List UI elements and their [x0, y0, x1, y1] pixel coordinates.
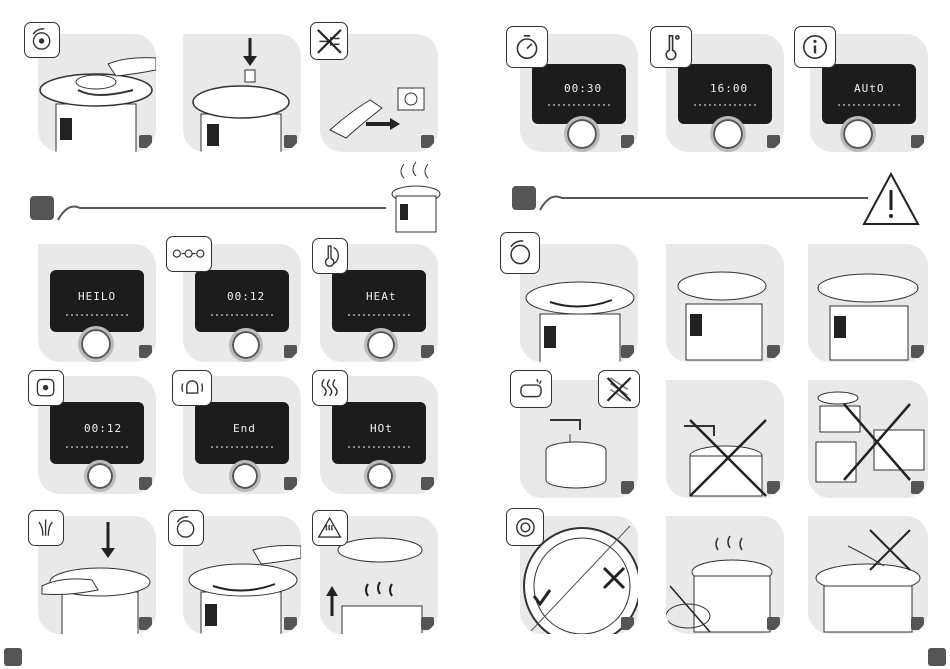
lcd-text: 00:12 — [227, 290, 265, 303]
sponge-icon — [510, 370, 552, 408]
step-number — [911, 617, 924, 630]
control-knob — [78, 326, 114, 362]
stopwatch-icon — [506, 26, 548, 68]
section-number — [30, 196, 54, 220]
step-number — [621, 481, 634, 494]
lid-unlock-icon — [500, 232, 540, 274]
steam-release-icon — [28, 510, 64, 546]
step-number — [139, 477, 152, 490]
panel-no-dishwasher — [808, 380, 928, 498]
step-number — [911, 481, 924, 494]
step-number — [421, 617, 434, 630]
step-number — [284, 617, 297, 630]
panel-no-immerse — [666, 516, 784, 634]
step-number — [767, 481, 780, 494]
warning-triangle-icon — [860, 170, 922, 228]
thermometer-icon — [650, 26, 692, 68]
control-knob — [229, 460, 261, 492]
panel-no-water — [666, 380, 784, 498]
step-number — [284, 135, 297, 148]
step-number — [767, 617, 780, 630]
control-knob — [710, 116, 746, 152]
step-number — [284, 345, 297, 358]
step-number — [911, 345, 924, 358]
program-sequence-icon — [166, 236, 212, 272]
control-knob — [84, 460, 116, 492]
step-number — [421, 135, 434, 148]
progress-dots — [211, 446, 273, 448]
lid-lock-icon — [24, 22, 60, 58]
no-abrasive-icon — [598, 370, 640, 408]
lcd-text: 16:00 — [710, 82, 748, 95]
step-number — [284, 477, 297, 490]
page-number-right — [928, 648, 946, 666]
panel-lid-lift-check — [666, 244, 784, 362]
progress-dots — [348, 446, 410, 448]
lcd-text: AUtO — [854, 82, 885, 95]
panel-valve-insert — [183, 34, 301, 152]
panel-lid-remove — [808, 244, 928, 362]
bell-icon — [172, 370, 212, 406]
section-line — [56, 200, 386, 224]
control-knob — [364, 460, 396, 492]
steam-icon — [312, 370, 348, 406]
page-number-left — [4, 648, 22, 666]
lcd-text: End — [233, 422, 256, 435]
panel-no-hands-steam — [808, 516, 928, 634]
control-knob — [229, 328, 263, 362]
progress-dots — [211, 314, 273, 316]
panel-display-hello: HEILO — [38, 244, 156, 362]
step-number — [767, 345, 780, 358]
lcd-text: HEAt — [366, 290, 397, 303]
step-number — [767, 135, 780, 148]
progress-dots — [348, 314, 410, 316]
progress-dots — [548, 104, 610, 106]
hot-surface-icon — [312, 510, 348, 546]
step-number — [911, 135, 924, 148]
progress-dots — [66, 314, 128, 316]
section-line — [538, 190, 868, 214]
progress-dots — [838, 104, 900, 106]
control-knob — [364, 328, 398, 362]
control-knob — [840, 116, 876, 152]
progress-dots — [694, 104, 756, 106]
step-number — [621, 617, 634, 630]
step-number — [421, 477, 434, 490]
lcd-text: HEILO — [78, 290, 116, 303]
lcd-text: 00:30 — [564, 82, 602, 95]
step-number — [139, 345, 152, 358]
gasket-icon — [506, 508, 544, 546]
step-number — [421, 345, 434, 358]
cooker-steam-illustration — [388, 160, 444, 240]
step-number — [621, 135, 634, 148]
section-number — [512, 186, 536, 210]
pressure-icon — [28, 370, 64, 406]
lcd-text: 00:12 — [84, 422, 122, 435]
control-knob — [564, 116, 600, 152]
lcd-text: HOt — [370, 422, 393, 435]
step-number — [621, 345, 634, 358]
lid-unlock-icon — [168, 510, 204, 546]
step-number — [139, 617, 152, 630]
progress-dots — [66, 446, 128, 448]
step-number — [139, 135, 152, 148]
thermometer-icon — [312, 238, 348, 274]
info-icon — [794, 26, 836, 68]
no-plug-icon — [310, 22, 348, 60]
